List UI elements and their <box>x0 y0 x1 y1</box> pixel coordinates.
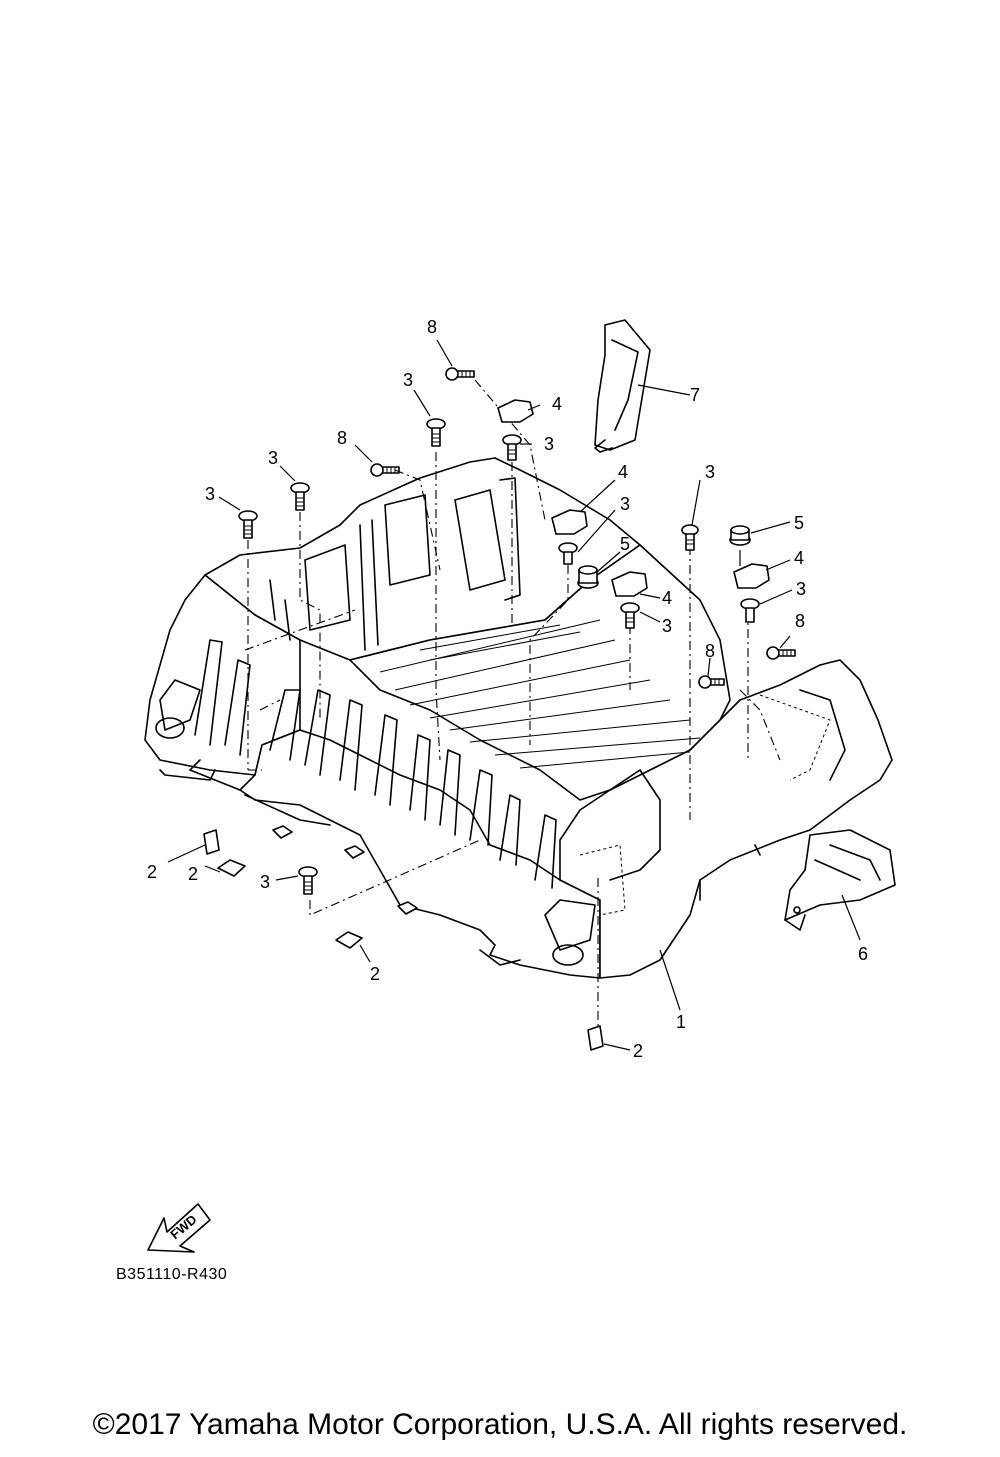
bolt <box>740 598 760 623</box>
callout-3: 3 <box>268 448 278 468</box>
fwd-arrow: FWD <box>147 1203 211 1253</box>
callout-3: 3 <box>205 484 215 504</box>
bolt <box>290 482 310 511</box>
callout-5: 5 <box>794 513 804 533</box>
callout-2: 2 <box>370 964 380 984</box>
bolt <box>558 542 578 565</box>
callout-3: 3 <box>796 579 806 599</box>
callout-labels: 8 3 4 3 7 8 3 3 4 3 3 5 5 4 3 4 3 8 8 2 … <box>147 317 868 1061</box>
screw <box>445 367 475 381</box>
callout-4: 4 <box>662 588 672 608</box>
diagram-code: B351110-R430 <box>116 1266 228 1283</box>
callout-3: 3 <box>544 434 554 454</box>
callout-8: 8 <box>427 317 437 337</box>
callout-2: 2 <box>147 862 157 882</box>
bolt <box>426 418 446 447</box>
leader-lines <box>167 339 793 1051</box>
callout-3: 3 <box>403 370 413 390</box>
callout-3: 3 <box>705 462 715 482</box>
bolts-part-3 <box>238 418 760 895</box>
clips-part-2 <box>203 825 604 1051</box>
screw <box>370 463 400 477</box>
callout-8: 8 <box>337 428 347 448</box>
cargo-bed <box>144 457 893 979</box>
caps-part-4 <box>497 399 770 597</box>
callout-1: 1 <box>676 1012 686 1032</box>
callout-4: 4 <box>552 394 562 414</box>
bolt <box>502 434 522 461</box>
callout-5: 5 <box>620 534 630 554</box>
screw <box>698 675 725 689</box>
bracket-part-7 <box>594 319 691 453</box>
callout-3: 3 <box>620 494 630 514</box>
callout-8: 8 <box>705 641 715 661</box>
callout-2: 2 <box>188 864 198 884</box>
bolt <box>298 866 318 895</box>
callout-2: 2 <box>633 1041 643 1061</box>
callout-6: 6 <box>858 944 868 964</box>
assembly-lines <box>244 379 831 1030</box>
callout-8: 8 <box>795 611 805 631</box>
copyright-notice: ©2017 Yamaha Motor Corporation, U.S.A. A… <box>92 1408 908 1441</box>
callout-3: 3 <box>260 872 270 892</box>
bolt <box>238 510 258 539</box>
bolt <box>681 524 699 551</box>
callout-4: 4 <box>618 462 628 482</box>
callout-4: 4 <box>794 548 804 568</box>
callout-7: 7 <box>690 385 700 405</box>
bracket-part-6 <box>784 829 896 941</box>
bolt <box>620 602 640 629</box>
screw <box>766 646 796 660</box>
grommets-part-5 <box>577 525 751 589</box>
screws-part-8 <box>370 367 796 689</box>
callout-3: 3 <box>662 616 672 636</box>
